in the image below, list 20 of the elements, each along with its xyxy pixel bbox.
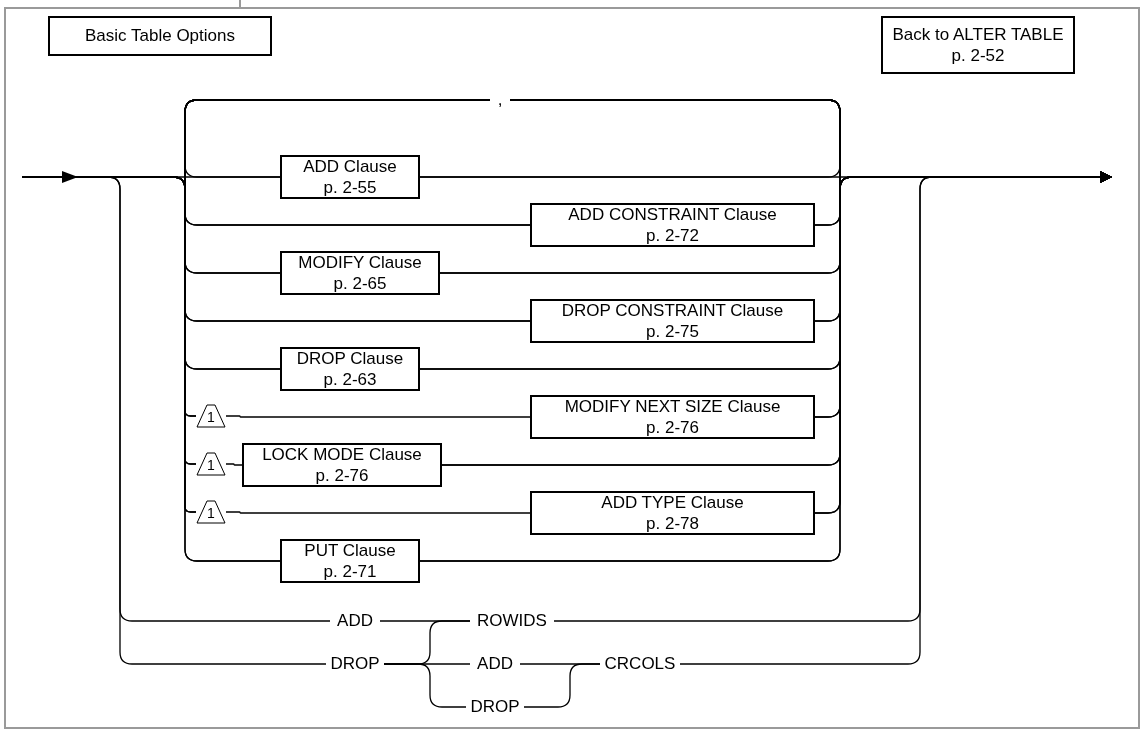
clause-box: LOCK MODE Clause p. 2-76 — [242, 443, 442, 487]
clause-box: DROP Clause p. 2-63 — [280, 347, 420, 391]
footnote-marker: 1 — [196, 404, 226, 428]
railroad-line — [419, 99, 841, 562]
clause-box: DROP CONSTRAINT Clause p. 2-75 — [530, 299, 815, 343]
clause-box: ADD Clause p. 2-55 — [280, 155, 420, 199]
clause-box: MODIFY Clause p. 2-65 — [280, 251, 440, 295]
railroad-line — [225, 415, 531, 418]
clause-box: MODIFY NEXT SIZE Clause p. 2-76 — [530, 395, 815, 439]
clause-box: ADD CONSTRAINT Clause p. 2-72 — [530, 203, 815, 247]
footnote-marker: 1 — [196, 452, 226, 476]
railroad-line — [225, 463, 243, 466]
title-box: Basic Table Options — [48, 16, 272, 56]
railroad-line — [383, 663, 467, 708]
railroad-line — [225, 511, 531, 514]
railroad-line — [523, 663, 601, 708]
clause-box: PUT Clause p. 2-71 — [280, 539, 420, 583]
back-link-box: Back to ALTER TABLE p. 2-52 — [881, 16, 1075, 74]
clause-box: ADD TYPE Clause p. 2-78 — [530, 491, 815, 535]
footnote-marker: 1 — [196, 500, 226, 524]
